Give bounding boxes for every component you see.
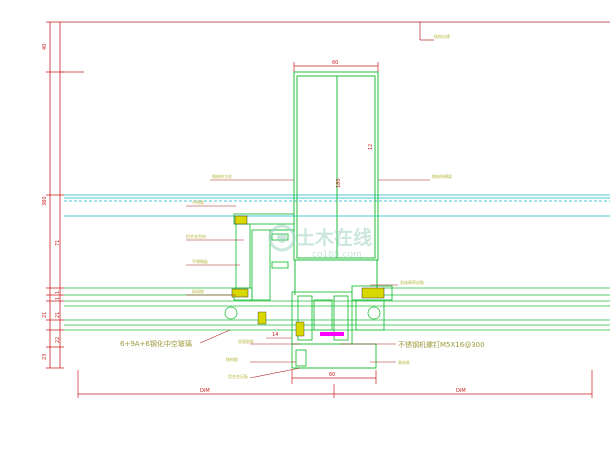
dim-glass-b: 21: [55, 312, 61, 318]
label-bottom-1: 双面胶条: [238, 338, 254, 344]
label-left-3: 不锈钢板: [192, 258, 208, 264]
left-bracket: [233, 213, 295, 301]
label-bottom-2: 结构胶: [226, 356, 238, 362]
foam-rods: [224, 306, 381, 320]
right-gasket: [361, 287, 385, 299]
dim-small-14: 14: [272, 332, 278, 338]
mullion: [293, 71, 379, 295]
label-bottom-right-2: 装饰条: [398, 359, 410, 365]
reference-lines: [64, 21, 610, 41]
dim-top-height: 40: [42, 44, 48, 50]
dim-mid-height: 380: [42, 196, 48, 206]
label-left-1: 不锈钢: [192, 199, 204, 205]
leader-lines: [186, 179, 430, 379]
label-bottom-3: 铝合金压板: [228, 373, 248, 379]
pressure-plate: [291, 291, 377, 369]
seal-strip: [320, 332, 344, 336]
dim-mullion-side: 12: [368, 144, 374, 150]
mullion-top-dimension: [293, 62, 379, 72]
dim-gap-a: 1: [55, 291, 61, 294]
label-upper-right: 钢结构横梁: [432, 173, 452, 179]
setting-block-left: [295, 321, 305, 337]
dim-bottom-b: 23: [42, 354, 48, 360]
dim-mullion-depth: 180: [336, 178, 342, 188]
upper-plate-lines: [64, 287, 610, 331]
label-bottom-right-1: 不锈钢机螺钉M5X16@300: [398, 340, 485, 349]
label-upper-left: 钢结构立柱: [212, 173, 232, 179]
setting-block-right: [257, 311, 267, 325]
label-glass-spec: 6+9A+6钢化中空玻璃: [120, 339, 192, 348]
label-left-2: 铝合金型材: [186, 233, 206, 239]
left-gasket: [231, 215, 249, 298]
left-dimension-chain: [46, 21, 84, 369]
watermark-logo: [268, 224, 296, 252]
watermark-subtext: co188.com: [312, 250, 362, 260]
dim-mullion-width-bottom: 60: [329, 372, 335, 378]
dim-glass-a: 21: [42, 312, 48, 318]
dim-mullion-width-top: 60: [332, 60, 338, 66]
dim-bottom-a: 22: [55, 337, 61, 343]
dim-gap-b: 1: [55, 297, 61, 300]
bottom-dimension-chain: [77, 370, 593, 398]
label-top-right: 结构边缘: [434, 33, 450, 39]
watermark-text: 土木在线: [296, 226, 372, 249]
dim-upper-glass: 71: [55, 240, 61, 246]
dim-span-right: DIM: [456, 388, 466, 394]
dim-span-left: DIM: [200, 388, 210, 394]
label-left-4: 耐候胶: [192, 288, 204, 294]
label-right-1: 泡沫棒密封胶: [400, 279, 424, 285]
